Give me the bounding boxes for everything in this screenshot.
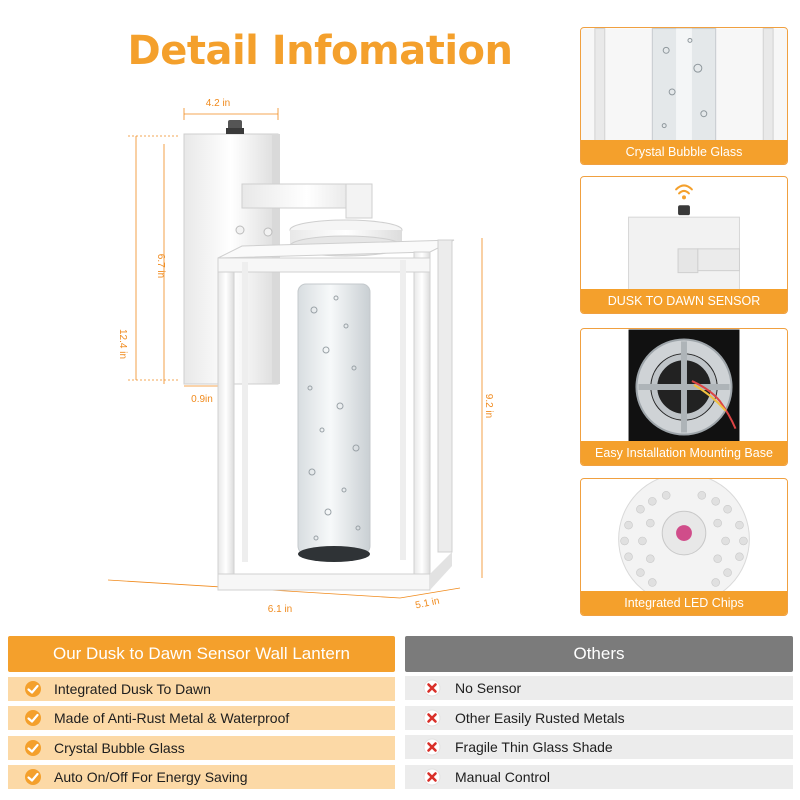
detail-card-bubble-glass: Crystal Bubble Glass — [580, 27, 788, 165]
dim-top-width: 4.2 in — [206, 98, 230, 109]
others-feature-text: Fragile Thin Glass Shade — [455, 739, 613, 755]
card-caption: Easy Installation Mounting Base — [581, 441, 787, 465]
ours-row: Made of Anti-Rust Metal & Waterproof — [8, 706, 395, 730]
check-icon — [24, 680, 42, 698]
card-caption: DUSK TO DAWN SENSOR — [581, 289, 787, 313]
dim-lantern-height: 9.2 in — [483, 394, 494, 418]
cross-icon — [423, 709, 441, 727]
dim-side-depth: 5.1 in — [414, 596, 440, 612]
detail-card-sensor: DUSK TO DAWN SENSOR — [580, 176, 788, 314]
others-row: No Sensor — [405, 676, 793, 700]
check-icon — [24, 709, 42, 727]
dim-total-height: 12.4 in — [117, 329, 128, 359]
dim-front-width: 6.1 in — [268, 604, 292, 615]
card-caption: Integrated LED Chips — [581, 591, 787, 615]
others-feature-text: No Sensor — [455, 680, 522, 696]
cross-icon — [423, 738, 441, 756]
others-row: Manual Control — [405, 765, 793, 789]
mounting-base-closeup-icon — [581, 329, 787, 443]
detail-card-led-chips: Integrated LED Chips — [580, 478, 788, 616]
wall-lantern-drawing: 4.2 in 6.7 in 12.4 in 0.9in 9.2 in 6.1 i… — [107, 98, 494, 615]
check-icon — [24, 739, 42, 757]
cross-icon — [423, 679, 441, 697]
ours-header: Our Dusk to Dawn Sensor Wall Lantern — [8, 636, 395, 672]
ours-row: Crystal Bubble Glass — [8, 736, 395, 760]
page-title: Detail Infomation — [127, 28, 514, 74]
ours-feature-text: Crystal Bubble Glass — [54, 740, 185, 756]
ours-feature-text: Auto On/Off For Energy Saving — [54, 769, 248, 785]
ours-feature-text: Integrated Dusk To Dawn — [54, 681, 211, 697]
led-chips-closeup-icon — [581, 479, 787, 593]
detail-card-mounting-base: Easy Installation Mounting Base — [580, 328, 788, 466]
bubble-glass-closeup-icon — [581, 28, 787, 142]
product-illustration: 4.2 in 6.7 in 12.4 in 0.9in 9.2 in 6.1 i… — [100, 88, 520, 618]
cross-icon — [423, 768, 441, 786]
card-caption: Crystal Bubble Glass — [581, 140, 787, 164]
ours-row: Integrated Dusk To Dawn — [8, 677, 395, 701]
others-row: Fragile Thin Glass Shade — [405, 735, 793, 759]
check-icon — [24, 768, 42, 786]
dim-base-depth: 0.9in — [191, 394, 213, 405]
ours-row: Auto On/Off For Energy Saving — [8, 765, 395, 789]
dim-arm-height: 6.7 in — [155, 254, 166, 278]
others-header: Others — [405, 636, 793, 672]
others-row: Other Easily Rusted Metals — [405, 706, 793, 730]
sensor-closeup-icon — [581, 177, 787, 291]
others-feature-text: Other Easily Rusted Metals — [455, 710, 625, 726]
ours-feature-text: Made of Anti-Rust Metal & Waterproof — [54, 710, 290, 726]
others-feature-text: Manual Control — [455, 769, 550, 785]
